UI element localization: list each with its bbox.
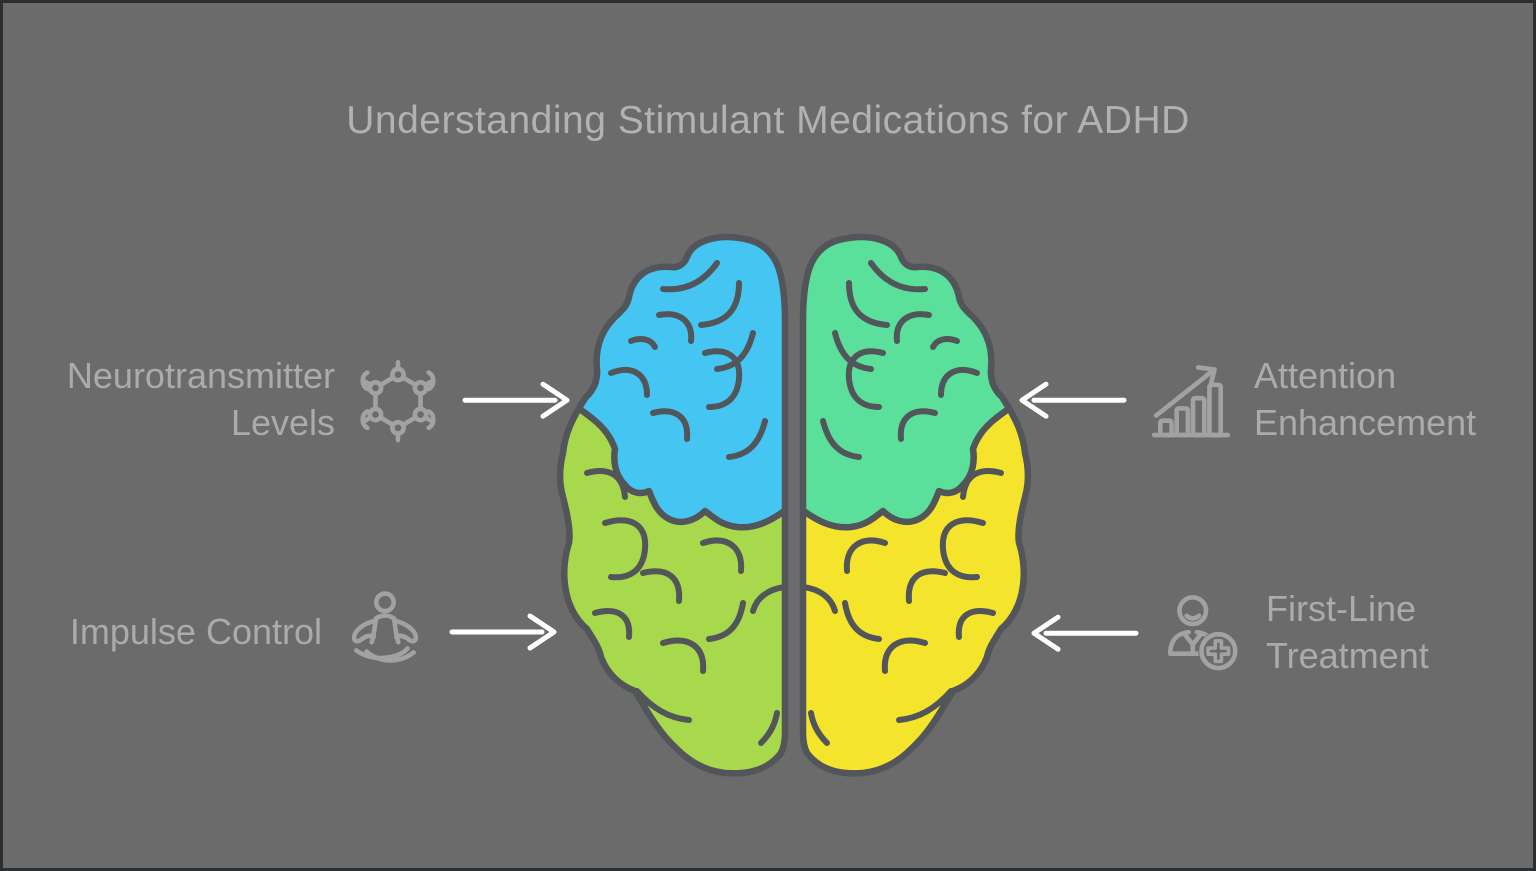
arrow-left-icon [1019,381,1127,419]
arrow-left-icon [1031,614,1139,652]
neurotransmitter-levels-label: Neurotransmitter Levels [66,355,335,443]
molecule-icon [360,359,436,443]
callout-first-line-treatment: First-Line Treatment [1028,586,1429,680]
arrow-right-icon [462,381,570,419]
meditation-icon [351,591,419,663]
page-title: Understanding Stimulant Medications for … [346,99,1190,142]
attention-enhancement-label: Attention Enhancement [1254,355,1477,443]
callout-neurotransmitter-levels: Neurotransmitter Levels [49,353,573,447]
brain-illustration [541,221,1041,781]
callout-impulse-control: Impulse Control [49,589,560,675]
callout-attention-enhancement: Attention Enhancement [1016,353,1476,447]
bar-chart-growth-icon [1151,364,1231,438]
first-line-treatment-label: First-Line Treatment [1266,588,1429,676]
left-hemisphere [541,221,841,773]
impulse-control-label: Impulse Control [69,610,322,652]
right-hemisphere [747,221,1041,773]
clinician-plus-icon [1167,594,1239,671]
arrow-right-icon [449,613,557,651]
